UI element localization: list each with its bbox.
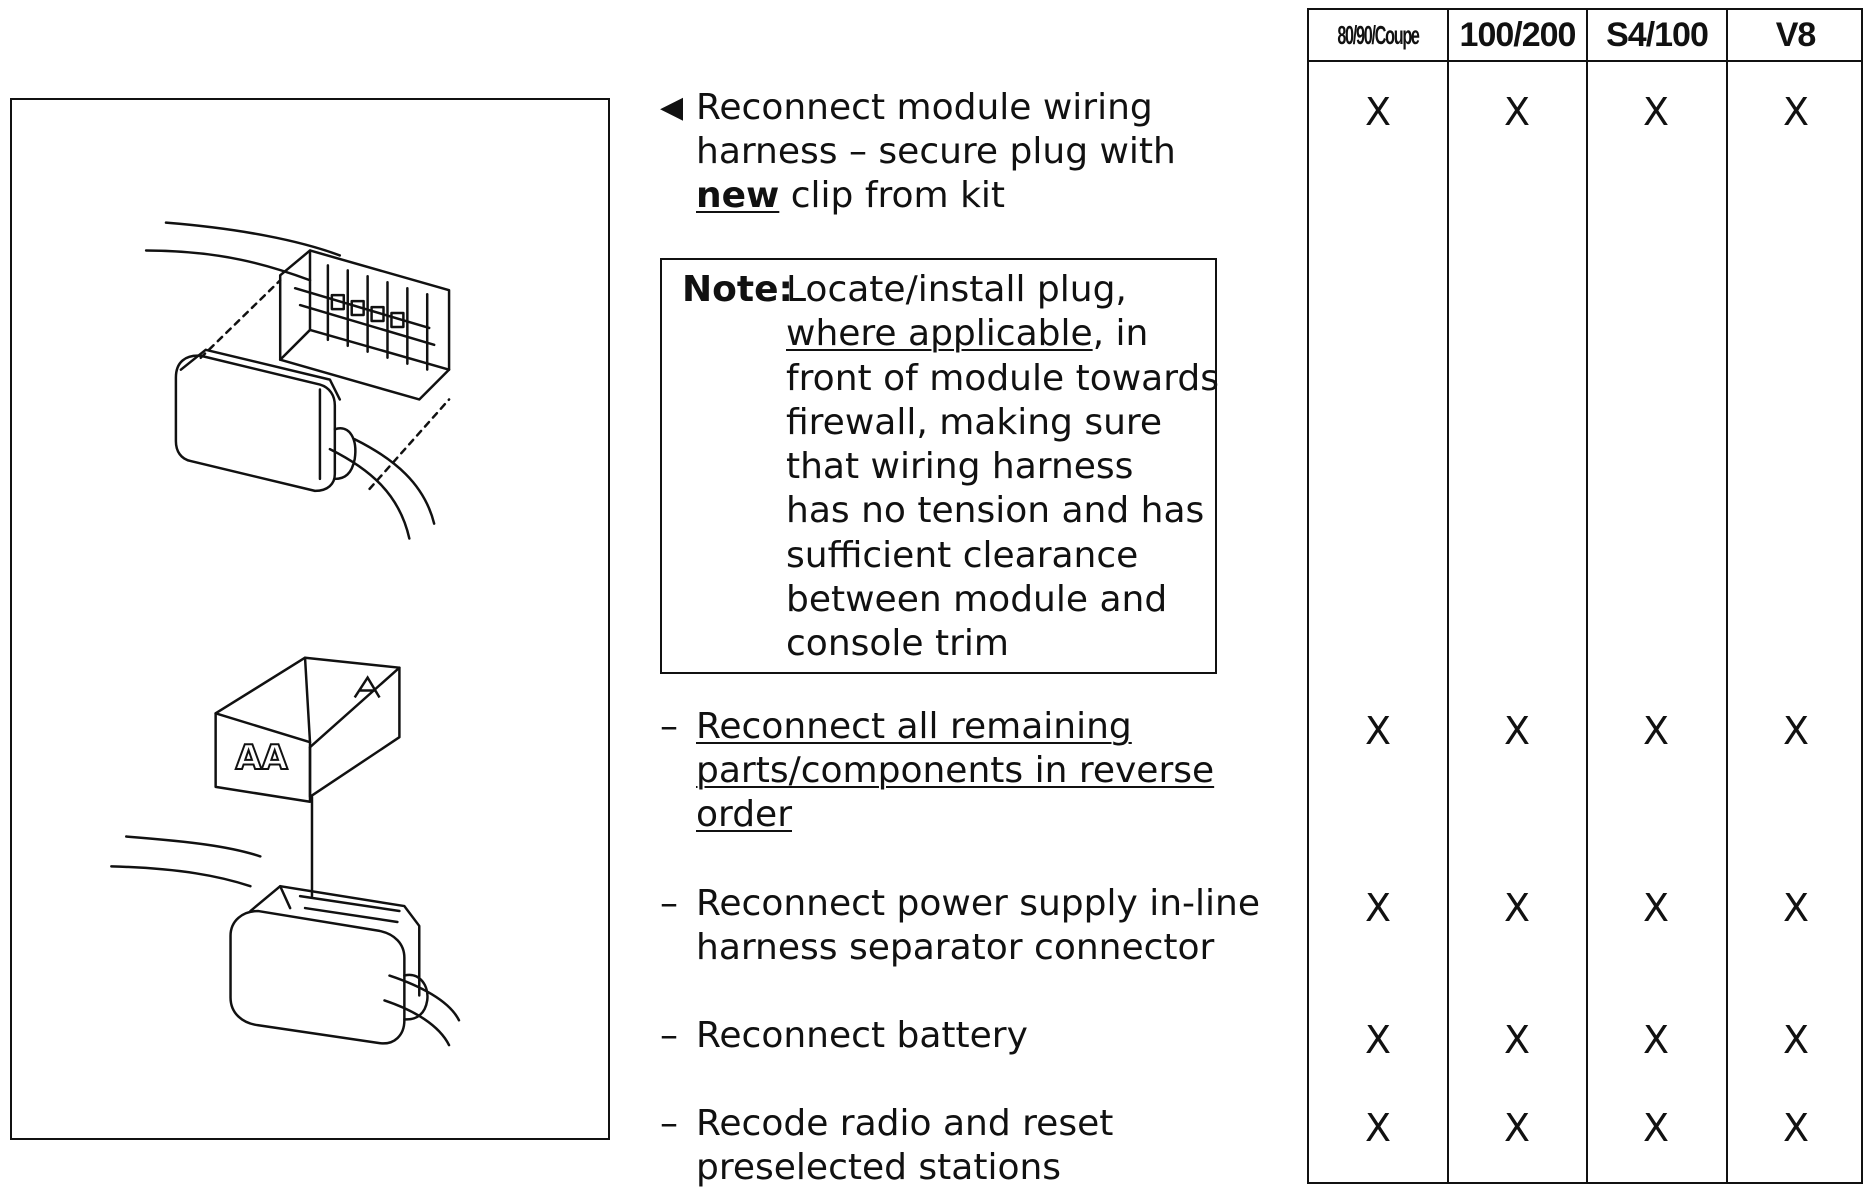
step3-line1: Reconnect power supply in-line bbox=[696, 883, 1261, 924]
mark-r4-c3: X bbox=[1642, 1018, 1670, 1062]
step2-line2: parts/components in reverse bbox=[696, 750, 1215, 791]
new-emphasis: new bbox=[696, 175, 780, 216]
note-line3: front of module towards bbox=[786, 357, 1220, 399]
mark-r2-c2: X bbox=[1503, 709, 1531, 753]
note-line5: that wiring harness bbox=[786, 446, 1134, 488]
illustration-panel: AA bbox=[10, 98, 610, 1140]
mark-r4-c1: X bbox=[1364, 1018, 1392, 1062]
note-line6: has no tension and has bbox=[786, 490, 1205, 532]
step1-line3-rest: clip from kit bbox=[779, 175, 1006, 216]
connector-illustration: AA bbox=[110, 221, 461, 1047]
mark-r3-c1: X bbox=[1364, 886, 1392, 930]
note-line8: between module and bbox=[786, 579, 1168, 621]
note-line2: where applicable, in bbox=[786, 312, 1219, 356]
step5-dash: – bbox=[660, 1103, 678, 1144]
step1-line1: Reconnect module wiring bbox=[696, 87, 1153, 128]
note-line2-rest: , in bbox=[1092, 313, 1149, 355]
mark-r5-c1: X bbox=[1364, 1106, 1392, 1150]
mark-r1-c4: X bbox=[1782, 90, 1810, 134]
step5-line1: Recode radio and reset bbox=[696, 1103, 1114, 1144]
mark-r5-c3: X bbox=[1642, 1106, 1670, 1150]
mark-r1-c1: X bbox=[1364, 90, 1392, 134]
mark-r2-c1: X bbox=[1364, 709, 1392, 753]
note-line4: firewall, making sure bbox=[786, 401, 1163, 443]
note-line9: console trim bbox=[786, 623, 1009, 665]
mark-r3-c3: X bbox=[1642, 886, 1670, 930]
mark-r1-c3: X bbox=[1642, 90, 1670, 134]
step3-line2: harness separator connector bbox=[696, 927, 1215, 968]
header-80-90-coupe: 80/90/Coupe bbox=[1337, 20, 1420, 50]
arrow-left-icon: ◀ bbox=[660, 90, 684, 125]
mark-r3-c4: X bbox=[1782, 886, 1810, 930]
step5-line2: preselected stations bbox=[696, 1147, 1062, 1188]
note-line7: sufficient clearance bbox=[786, 534, 1139, 576]
mark-r3-c2: X bbox=[1503, 886, 1531, 930]
note-label: Note: bbox=[682, 269, 793, 310]
model-applicability-table: 80/90/Coupe 100/200 S4/100 V8 X X X X X … bbox=[1307, 8, 1863, 1184]
step1-line2: harness – secure plug with bbox=[696, 131, 1176, 172]
step2-dash: – bbox=[660, 706, 678, 747]
mark-r5-c4: X bbox=[1782, 1106, 1810, 1150]
mark-r1-c2: X bbox=[1503, 90, 1531, 134]
header-100-200: 100/200 bbox=[1459, 16, 1577, 54]
header-s4-100: S4/100 bbox=[1606, 16, 1709, 54]
step3-dash: – bbox=[660, 883, 678, 924]
note-box: Note: Locate/install plug, where applica… bbox=[660, 258, 1220, 674]
step1-line3: new clip from kit bbox=[696, 174, 1256, 218]
note-line1: Locate/install plug, bbox=[786, 269, 1127, 310]
mark-r4-c4: X bbox=[1782, 1018, 1810, 1062]
mark-r4-c2: X bbox=[1503, 1018, 1531, 1062]
step2-line3: order bbox=[696, 794, 792, 835]
mark-r2-c4: X bbox=[1782, 709, 1810, 753]
header-v8: V8 bbox=[1775, 16, 1817, 54]
mark-r2-c3: X bbox=[1642, 709, 1670, 753]
step4-line1: Reconnect battery bbox=[696, 1015, 1028, 1056]
step2-line1: Reconnect all remaining bbox=[696, 706, 1132, 747]
mark-r5-c2: X bbox=[1503, 1106, 1531, 1150]
step4-dash: – bbox=[660, 1015, 678, 1056]
clip-label: AA bbox=[235, 738, 287, 777]
where-applicable: where applicable bbox=[786, 313, 1093, 355]
